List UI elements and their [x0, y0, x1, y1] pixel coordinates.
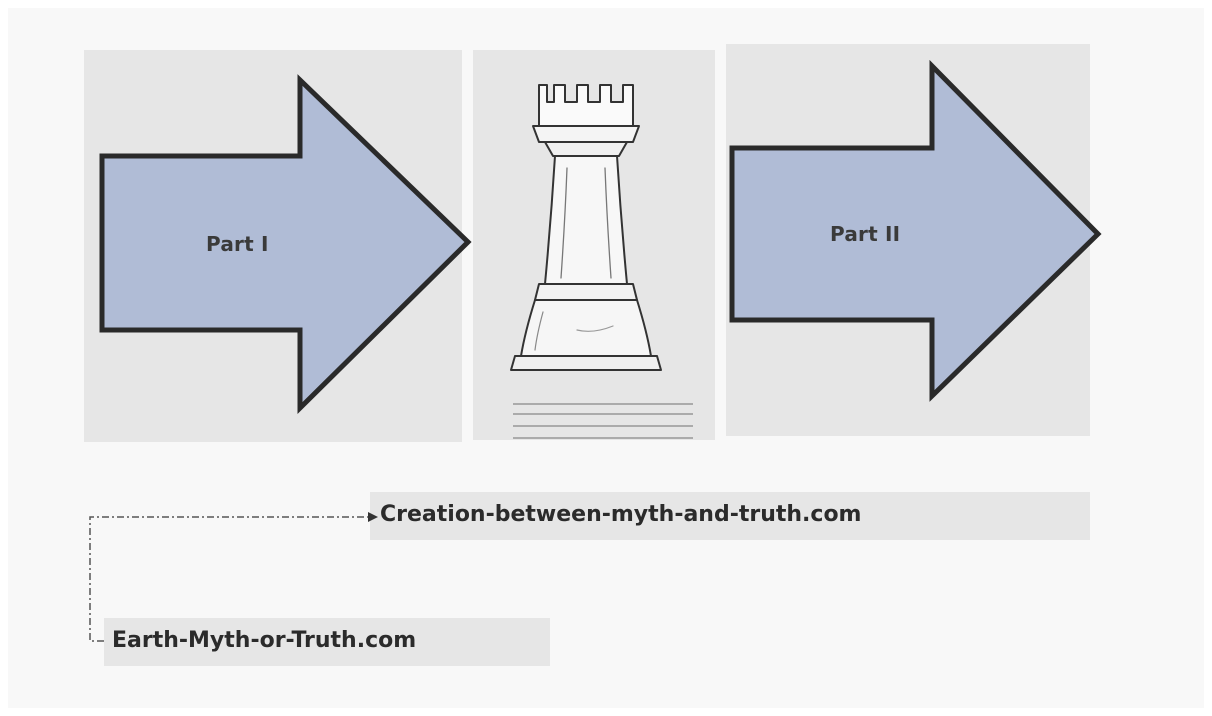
connector-arrow — [89, 512, 378, 642]
part-one-arrow — [99, 74, 472, 414]
part-two-arrow — [729, 59, 1102, 402]
part-one-panel: Part I — [84, 50, 472, 442]
secondary-link-text[interactable]: Earth-Myth-or-Truth.com — [112, 628, 417, 653]
diagram-canvas: Part I — [8, 8, 1204, 708]
part-two-label: Part II — [830, 222, 901, 246]
chess-rook-icon — [510, 84, 693, 439]
primary-link-box[interactable]: Creation-between-myth-and-truth.com — [370, 492, 1090, 540]
rook-panel — [473, 50, 715, 440]
secondary-link-box[interactable]: Earth-Myth-or-Truth.com — [104, 618, 550, 666]
part-one-label: Part I — [206, 232, 269, 256]
part-two-panel: Part II — [726, 44, 1102, 436]
primary-link-text[interactable]: Creation-between-myth-and-truth.com — [380, 502, 862, 527]
